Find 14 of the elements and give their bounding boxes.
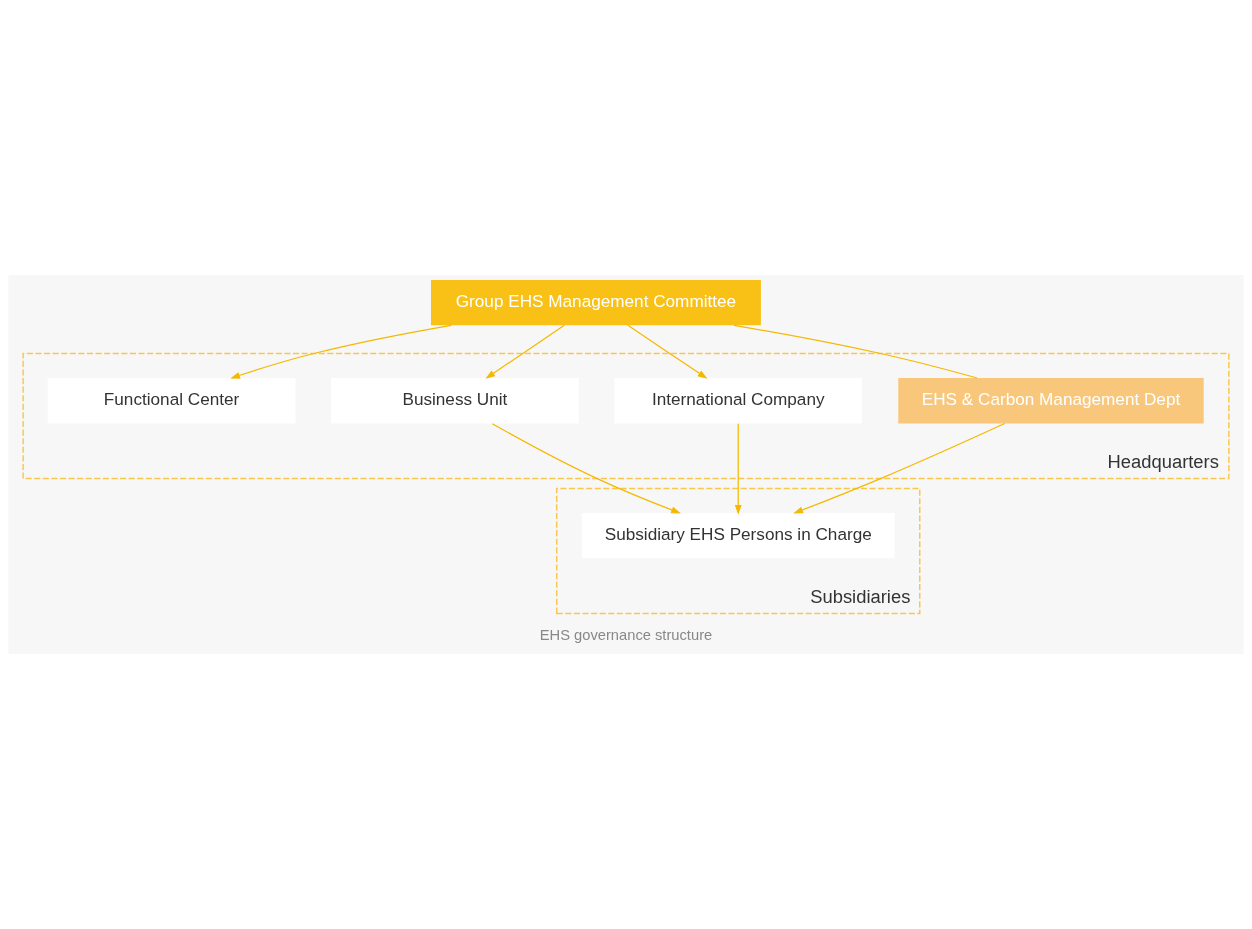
node-box: International Company	[614, 378, 863, 424]
arrow	[485, 324, 565, 379]
arrow	[793, 422, 1006, 514]
node-box: EHS & Carbon Management Dept	[898, 378, 1204, 424]
arrow	[491, 423, 681, 514]
arrow	[627, 324, 708, 379]
connector	[733, 324, 978, 379]
caption: EHS governance structure	[539, 627, 713, 644]
arrow	[734, 423, 742, 515]
node-box: Functional Center	[47, 378, 296, 424]
node-box: Group EHS Management Committee	[431, 279, 761, 326]
node-box: Business Unit	[331, 378, 579, 424]
node-box: Subsidiary EHS Persons in Charge	[581, 512, 895, 559]
arrow	[230, 324, 452, 379]
